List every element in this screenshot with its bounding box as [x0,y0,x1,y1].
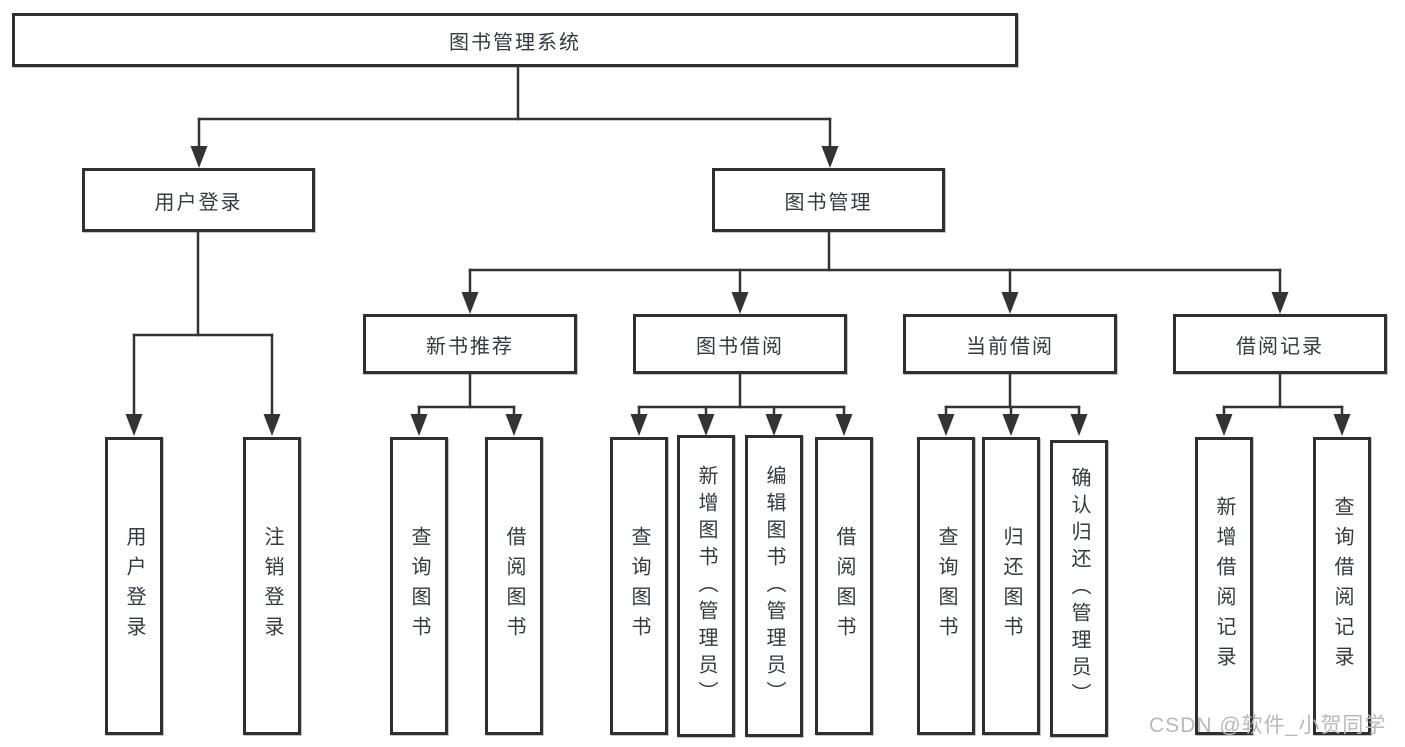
leaf-borrow-book-newrec-label: 借阅图书 [503,526,525,646]
leaf-add-book-admin: 新增图书（管理员） [677,435,735,737]
leaf-add-borrow-record: 新增借阅记录 [1195,437,1253,735]
node-book-borrow: 图书借阅 [633,314,847,374]
leaf-query-book-borrow-label: 查询图书 [628,526,650,646]
leaf-borrow-book-newrec: 借阅图书 [485,437,543,735]
leaf-query-book-borrow: 查询图书 [610,437,668,735]
leaf-edit-book-admin: 编辑图书（管理员） [745,435,803,737]
node-borrow-record-label: 借阅记录 [1236,335,1324,358]
csdn-watermark: CSDN @软件_小贺同学 [1149,714,1387,737]
node-borrow-record: 借阅记录 [1173,314,1387,374]
node-root: 图书管理系统 [12,13,1018,67]
node-user-login-label: 用户登录 [154,191,243,214]
leaf-confirm-return-admin-label: 确认归还（管理员） [1068,467,1090,710]
leaf-query-book-newrec-label: 查询图书 [408,526,430,646]
leaf-logout-login-label: 注销登录 [261,526,283,646]
leaf-query-borrow-record-label: 查询借阅记录 [1331,496,1353,676]
node-root-label: 图书管理系统 [449,31,581,54]
leaf-edit-book-admin-label: 编辑图书（管理员） [763,464,785,708]
leaf-confirm-return-admin: 确认归还（管理员） [1050,440,1108,737]
leaf-add-borrow-record-label: 新增借阅记录 [1213,496,1235,676]
leaf-user-login-label: 用户登录 [123,526,145,646]
leaf-add-book-admin-label: 新增图书（管理员） [695,464,717,708]
leaf-query-borrow-record: 查询借阅记录 [1313,437,1371,735]
leaf-borrow-book-borrow-label: 借阅图书 [833,526,855,646]
leaf-logout-login: 注销登录 [243,437,301,735]
node-new-book-rec-label: 新书推荐 [426,335,514,358]
leaf-return-book-label: 归还图书 [1000,526,1022,646]
node-book-mgmt: 图书管理 [712,168,945,232]
node-current-borrow: 当前借阅 [903,314,1117,374]
leaf-query-book-current-label: 查询图书 [935,526,957,646]
node-new-book-rec: 新书推荐 [363,314,577,374]
leaf-query-book-newrec: 查询图书 [390,437,448,735]
arrowhead-icons [125,146,1351,436]
leaf-user-login: 用户登录 [105,437,163,735]
leaf-return-book: 归还图书 [982,437,1040,735]
node-book-borrow-label: 图书借阅 [696,335,784,358]
node-user-login: 用户登录 [82,168,315,232]
node-book-mgmt-label: 图书管理 [784,191,873,214]
leaf-borrow-book-borrow: 借阅图书 [815,437,873,735]
leaf-query-book-current: 查询图书 [917,437,975,735]
node-current-borrow-label: 当前借阅 [966,335,1054,358]
